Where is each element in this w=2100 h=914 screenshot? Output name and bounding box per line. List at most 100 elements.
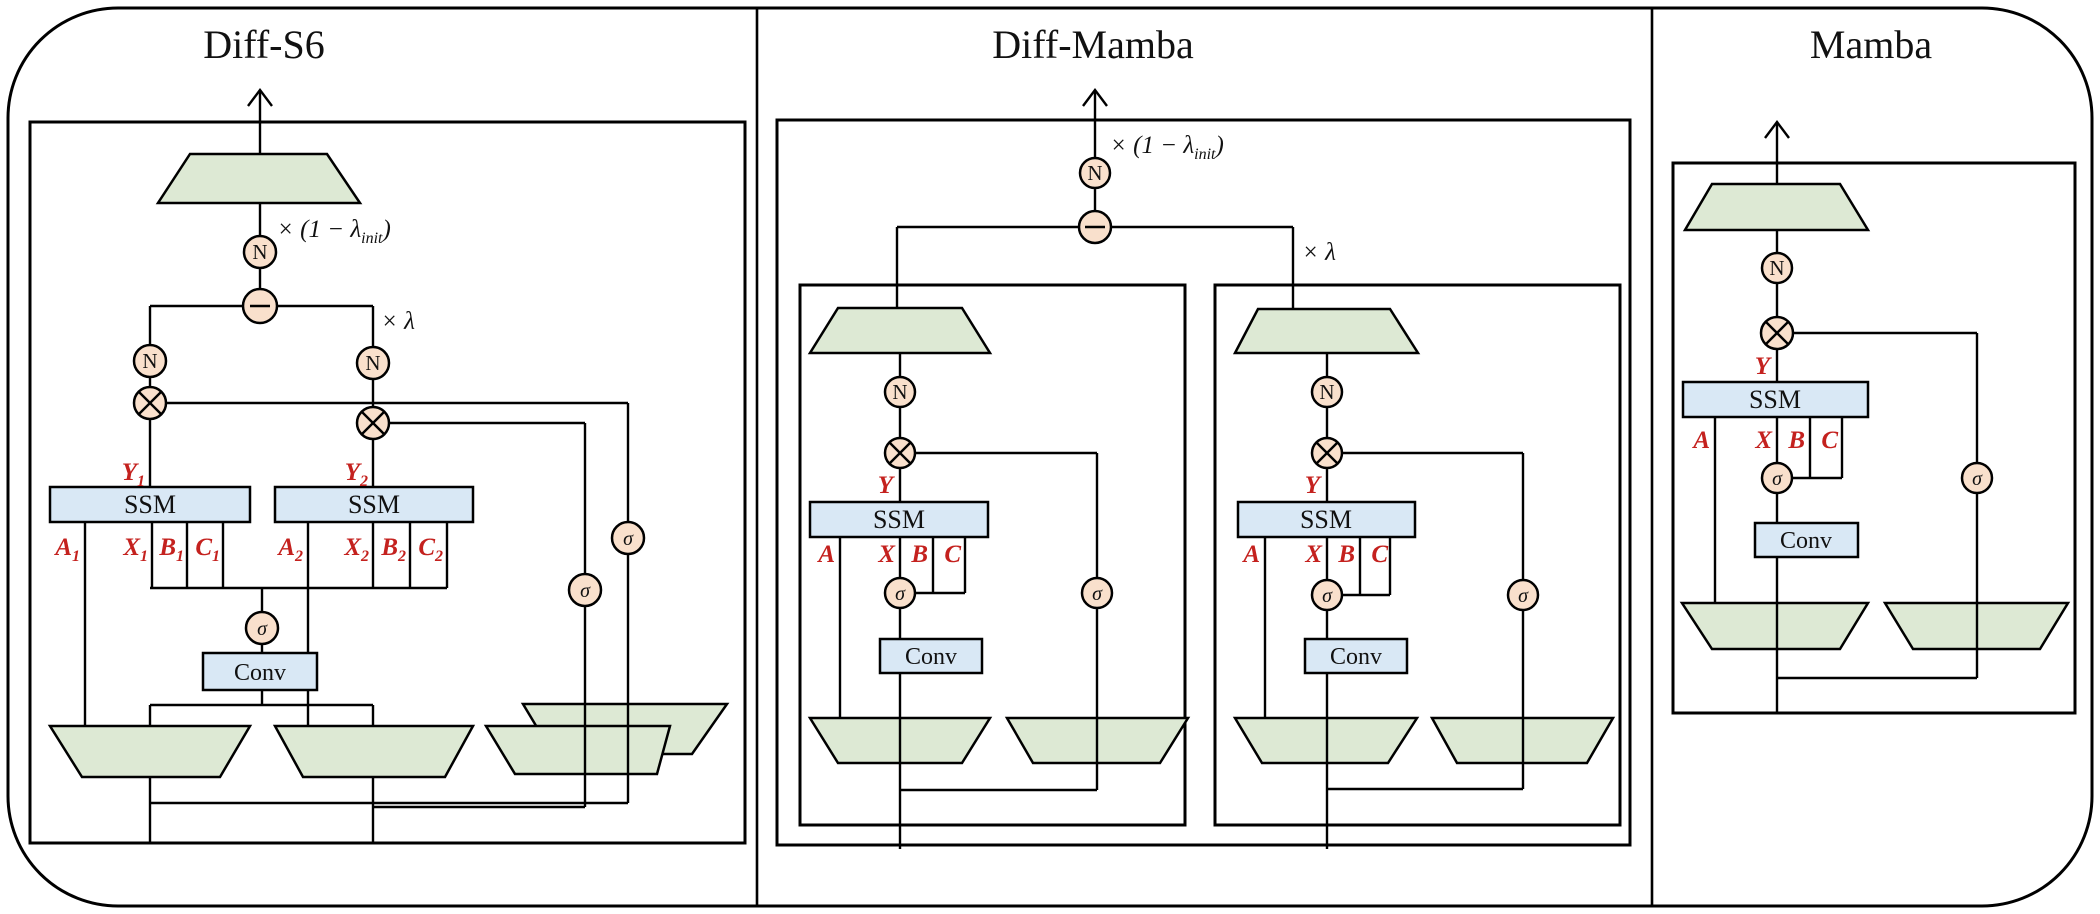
c1-label: C1 [195, 534, 220, 565]
mamba-subblock-box-left [798, 283, 1187, 827]
a2-label: A2 [276, 534, 303, 565]
b-label: B [1337, 541, 1355, 568]
a-label: A [1691, 427, 1710, 454]
conv-box [201, 651, 319, 692]
sigma-circle [883, 576, 917, 610]
panel-diff-s6: Diff-S6 [28, 22, 747, 845]
norm-circle [1760, 251, 1794, 285]
b-label: B [1787, 427, 1805, 454]
mamba-subblock-box-right [1213, 283, 1622, 827]
norm-glyph: N [1769, 256, 1784, 280]
x1-label: X1 [122, 534, 148, 565]
x-label: X [1754, 427, 1773, 454]
sigma-glyph: σ [623, 528, 634, 550]
sigma-circle [1960, 461, 1994, 495]
y1-label: Y1 [122, 459, 145, 490]
norm-glyph: N [252, 240, 267, 264]
scale-lambda-label: × λ [381, 308, 415, 335]
out-projection-trapezoid [1232, 307, 1421, 355]
ssm-box-2 [273, 485, 475, 524]
in-projection-trapezoid [1679, 601, 1871, 651]
norm-glyph: N [1087, 161, 1102, 185]
out-projection-trapezoid [1682, 182, 1871, 232]
ssm-label: SSM [1300, 505, 1352, 534]
panel-mamba: Mamba SSM Conv N σ σ Y A [1671, 22, 2077, 715]
sigma-circle [1310, 578, 1344, 612]
scale-one-minus-lambda-label: × (1 − λinit) [277, 216, 391, 247]
sigma-glyph: σ [1972, 468, 1983, 490]
sigma-glyph: σ [1772, 468, 1783, 490]
conv-label: Conv [234, 660, 286, 686]
conv-box [1303, 637, 1409, 675]
diff-mamba-outer-box [775, 118, 1632, 847]
y2-label: Y2 [345, 459, 368, 490]
sigma-circle [244, 610, 280, 646]
sigma-glyph: σ [1322, 585, 1333, 607]
sigma-glyph: σ [1518, 585, 1529, 607]
a-label: A [1241, 541, 1260, 568]
in-projection-trapezoid-1 [47, 724, 253, 779]
c-label: C [1821, 427, 1838, 454]
sigma-circle [1080, 576, 1114, 610]
conv-label: Conv [1780, 528, 1832, 554]
x-label: X [877, 541, 896, 568]
y-label: Y [1305, 472, 1323, 499]
ssm-box [808, 500, 990, 539]
panel-diff-mamba: Diff-Mamba SSM Conv N [775, 22, 1632, 849]
norm-glyph: N [365, 351, 380, 375]
output-arrowhead [1082, 88, 1108, 107]
norm-glyph: N [142, 349, 157, 373]
c-label: C [1371, 541, 1388, 568]
norm-glyph: N [892, 380, 907, 404]
times-glyph [138, 391, 162, 415]
output-arrowhead [247, 88, 273, 107]
output-arrowhead [1764, 120, 1790, 139]
scale-one-minus-lambda-label: × (1 − λinit) [1110, 132, 1224, 163]
scale-lambda-label: × λ [1302, 239, 1336, 266]
times-glyph [889, 442, 911, 464]
out-projection-trapezoid [155, 152, 363, 205]
ssm-label: SSM [873, 505, 925, 534]
sigma-glyph: σ [580, 580, 591, 602]
diff-s6-block-box [28, 120, 747, 845]
norm-circle [242, 234, 278, 270]
ssm-label-2: SSM [348, 490, 400, 519]
ssm-box-1 [48, 485, 252, 524]
y-label: Y [878, 472, 896, 499]
b1-label: B1 [158, 534, 184, 565]
times-glyph [1316, 442, 1338, 464]
panel-title-diff-mamba: Diff-Mamba [992, 22, 1194, 67]
x-label: X [1304, 541, 1323, 568]
panel-title-mamba: Mamba [1810, 22, 1932, 67]
gate-projection-trapezoid-front [483, 724, 672, 776]
norm-glyph: N [1319, 380, 1334, 404]
sigma-circle [567, 572, 603, 608]
c2-label: C2 [418, 534, 443, 565]
a1-label: A1 [53, 534, 80, 565]
conv-label: Conv [905, 644, 957, 670]
sigma-glyph: σ [895, 583, 906, 605]
in-projection-trapezoid-2 [272, 724, 476, 779]
sigma-circle [1506, 578, 1540, 612]
ssm-box [1681, 380, 1870, 419]
ssm-label: SSM [1749, 385, 1801, 414]
times-glyph [1765, 321, 1789, 345]
mamba-block-box [1671, 161, 2077, 715]
sigma-circle [610, 520, 646, 556]
conv-box [1753, 521, 1860, 559]
conv-box [878, 637, 984, 675]
sigma-circle [1760, 461, 1794, 495]
b2-label: B2 [380, 534, 406, 565]
b-label: B [910, 541, 928, 568]
y-label: Y [1755, 353, 1773, 380]
sigma-glyph: σ [257, 618, 268, 640]
times-glyph [361, 411, 385, 435]
norm-circle [355, 345, 391, 381]
a-label: A [816, 541, 835, 568]
conv-label: Conv [1330, 644, 1382, 670]
norm-circle [132, 343, 168, 379]
norm-circle [1310, 375, 1344, 409]
ssm-label-1: SSM [124, 490, 176, 519]
